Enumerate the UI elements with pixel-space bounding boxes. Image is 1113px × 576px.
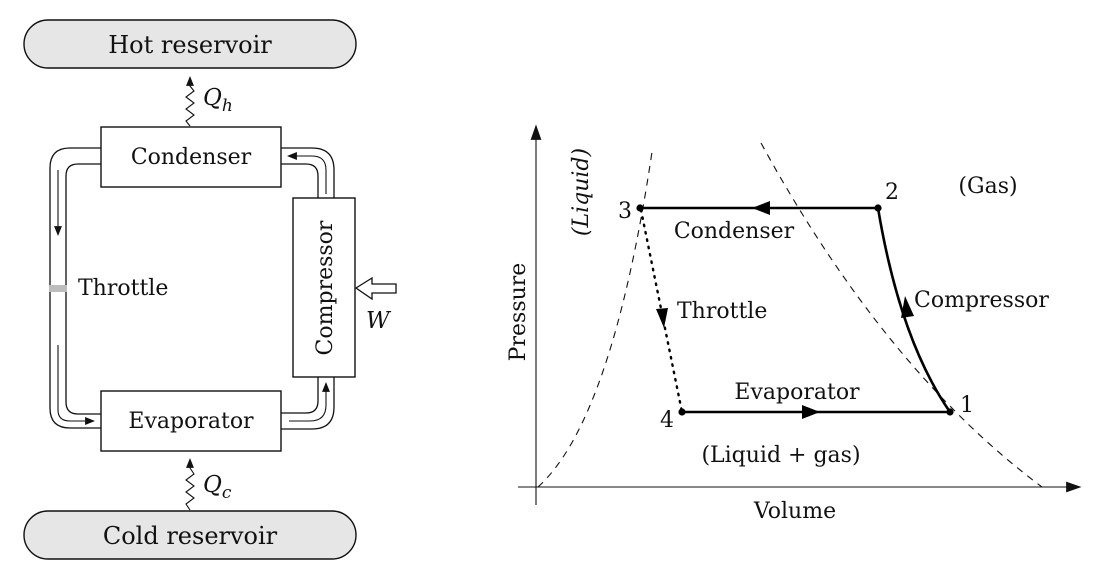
- state-point-1: [946, 408, 954, 416]
- work-arrow: W: [354, 276, 397, 334]
- hot-reservoir-label: Hot reservoir: [108, 31, 272, 59]
- compressor-box: Compressor: [292, 197, 356, 378]
- state-point-2: [874, 204, 882, 212]
- evaporator-label: Evaporator: [128, 409, 254, 434]
- condenser-direction-arrow: [752, 201, 770, 215]
- point-4-label: 4: [660, 408, 674, 433]
- throttle-direction-arrow: [656, 308, 668, 328]
- compressor-direction-arrow: [901, 296, 914, 318]
- left-pipe: Throttle: [49, 147, 168, 429]
- throttle-path: [639, 208, 684, 414]
- state-point-3: [636, 204, 644, 212]
- condenser-segment-label: Condenser: [674, 219, 795, 244]
- state-point-4: [678, 408, 686, 416]
- compressor-label: Compressor: [313, 220, 338, 355]
- point-2-label: 2: [885, 180, 899, 205]
- throttle-segment-label: Throttle: [677, 299, 767, 324]
- throttle-label: Throttle: [78, 276, 168, 301]
- gas-region-label: (Gas): [958, 174, 1017, 199]
- heat-hot-arrow: Qh: [185, 76, 233, 127]
- work-label: W: [366, 308, 392, 334]
- point-3-label: 3: [618, 199, 632, 224]
- compressor-segment-label: Compressor: [914, 288, 1049, 313]
- volume-axis-label: Volume: [753, 499, 836, 524]
- liquid-region-label: (Liquid): [569, 148, 594, 236]
- compressor-path: [876, 207, 952, 413]
- hot-reservoir: Hot reservoir: [23, 19, 357, 69]
- condenser-box: Condenser: [100, 126, 282, 188]
- evaporator-direction-arrow: [802, 405, 820, 419]
- heat-hot-label: Qh: [203, 85, 233, 116]
- right-pipe: [281, 147, 335, 430]
- point-1-label: 1: [960, 393, 974, 418]
- vapor-saturation-curve: [760, 142, 1043, 488]
- pv-diagram: Pressure Volume (Liquid) (Gas) (Liquid +…: [506, 124, 1082, 524]
- mixed-region-label: (Liquid + gas): [701, 443, 860, 468]
- throttle-valve: [49, 285, 67, 292]
- evaporator-segment-label: Evaporator: [734, 380, 860, 405]
- pressure-axis-label: Pressure: [506, 263, 531, 362]
- liquid-saturation-curve: [537, 151, 653, 488]
- heat-cold-label: Qc: [203, 472, 232, 503]
- cycle-schematic: Hot reservoir Cold reservoir Qh Qc Throt…: [23, 19, 397, 560]
- heat-cold-arrow: Qc: [185, 458, 232, 511]
- cold-reservoir-label: Cold reservoir: [103, 522, 278, 550]
- condenser-label: Condenser: [131, 145, 252, 170]
- cold-reservoir: Cold reservoir: [23, 510, 357, 560]
- evaporator-box: Evaporator: [100, 390, 282, 452]
